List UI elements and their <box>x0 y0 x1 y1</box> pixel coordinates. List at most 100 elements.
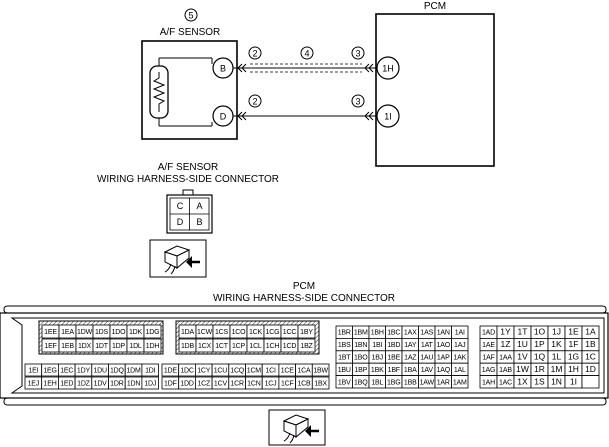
pcm-pin-label: 1DH <box>146 343 160 350</box>
pcm-pin-label: 1K <box>551 339 562 349</box>
pcm-pin-label: 1A <box>585 327 596 337</box>
pcm-pin-label: 1CA <box>297 368 311 375</box>
pcm-pin-label: 1BI <box>372 342 382 349</box>
pcm-pin-label: 1CP <box>232 343 246 350</box>
callout-2-bottom: 2 <box>252 97 257 107</box>
pcm-pin-label: 1BK <box>371 367 384 374</box>
connector-view-icon-2 <box>268 409 326 446</box>
af-sensor: 5 A/F SENSOR B D <box>141 8 238 140</box>
pcm-pin-label: 1AO <box>437 342 451 349</box>
pcm-pin-label: 1BE <box>387 355 400 362</box>
pcm-pin-label: 1AU <box>420 355 433 362</box>
connector-view-icon <box>149 239 207 278</box>
pcm-pin-label: 1AA <box>499 355 512 362</box>
pcm-pin-label: 1BG <box>387 379 400 386</box>
arrow-icon <box>186 256 192 268</box>
pcm-pin-label: 1DK <box>129 329 143 336</box>
pcm-pin-label: 1BB <box>404 379 417 386</box>
pcm-pin-label: 1BS <box>338 342 351 349</box>
pcm-pin-label: 1AZ <box>404 355 417 362</box>
pcm-pin-label: 1BW <box>313 368 328 375</box>
pcm-pin-label: 1AK <box>453 355 466 362</box>
pcm-pin-label: 1CT <box>215 343 229 350</box>
pcm-pin-cell <box>143 324 162 339</box>
pcm-pin-label: 1I <box>570 376 577 386</box>
pcm-pin-cell <box>311 376 330 390</box>
pcm-pin-1h-label: 1H <box>382 64 394 74</box>
pcm-pin-label: 1DG <box>146 329 160 336</box>
pcm-pin-label: 1C <box>585 352 596 362</box>
pcm-pin-label: 1AD <box>482 330 495 337</box>
callout-3-top: 3 <box>355 49 360 59</box>
sensor-callout-circle <box>184 8 198 22</box>
pcm-pin-label: 1CI <box>265 368 276 375</box>
sensor-connector-cell-d: D <box>177 217 184 227</box>
pcm-pin-label: 1BL <box>371 379 383 386</box>
pcm-pin-label: 1DL <box>129 343 142 350</box>
pcm-pin-label: 1Y <box>500 327 511 337</box>
pcm-pin-1i-label: 1I <box>384 112 392 122</box>
pcm-pin-label: 1AN <box>437 330 450 337</box>
pcm-pin-cell <box>143 338 162 353</box>
sensor-connector-cell-c: C <box>177 201 184 211</box>
pcm-pin-label: 1AG <box>482 367 495 374</box>
pcm-pin-label: 1BZ <box>300 343 313 350</box>
pcm-pin-label: 1CG <box>266 329 280 336</box>
pcm-pin-label: 1CM <box>247 368 262 375</box>
pcm-pin-label: 1DO <box>112 329 127 336</box>
pcm-pin-label: 1AP <box>437 355 450 362</box>
sensor-harness-connector: A/F SENSOR WIRING HARNESS-SIDE CONNECTOR… <box>97 162 279 234</box>
sensor-connector-mark-bottom <box>237 111 247 121</box>
pcm-pin-label: 1DZ <box>77 381 91 388</box>
sensor-connector-cell-a: A <box>196 201 202 211</box>
pcm-connector-title-1: PCM <box>293 281 315 292</box>
pcm-pin-cell <box>297 338 316 353</box>
pcm-pin-label: 1EC <box>60 368 73 375</box>
pcm-pin-label: 1AY <box>404 342 417 349</box>
pcm-pin-label: 1AT <box>421 342 434 349</box>
pcm-pin-label: 1DR <box>110 381 124 388</box>
pcm-pin-label: 1BO <box>354 355 368 362</box>
pcm-pin-label: 1AI <box>455 330 465 337</box>
pcm-pin-label: 1CY <box>197 368 211 375</box>
pcm-pin-label: 1H <box>568 364 579 374</box>
pcm-title: PCM <box>424 1 446 12</box>
pcm-pin-label: 1DT <box>95 343 109 350</box>
pcm-pin-label: 1DU <box>93 368 107 375</box>
pcm-pin-cell <box>581 375 600 389</box>
pcm-pin-label: 1CJ <box>265 381 277 388</box>
pcm-pin-label: 1ED <box>60 381 73 388</box>
pcm-pin-label: 1Z <box>501 339 511 349</box>
pcm-pin-cell <box>311 363 330 377</box>
pcm-pin-label: 1AX <box>404 330 417 337</box>
pcm-pin-label: 1DQ <box>110 368 125 375</box>
pcm-pin-label: 1BA <box>404 367 417 374</box>
pcm-pin-label: 1V <box>517 352 528 362</box>
sensor-connector-mark-top <box>237 63 247 73</box>
pcm-pin-label: 1DE <box>164 368 178 375</box>
pcm-pin-label: 1EG <box>43 368 56 375</box>
pcm-pin-label: 1AW <box>420 379 435 386</box>
pcm-pin-label: 1BQ <box>354 379 368 386</box>
pcm-pin-label: 1AR <box>437 379 450 386</box>
pcm-pin-label: 1BR <box>338 330 351 337</box>
callout-3-bottom-circle <box>351 94 365 108</box>
pcm-pin-label: 1AJ <box>454 342 465 349</box>
pcm-pin-label: 1EJ <box>28 381 39 388</box>
pcm-pin-label: 1BP <box>354 367 367 374</box>
pcm-pin-label: 1R <box>534 364 545 374</box>
pcm-pin-label: 1DC <box>180 368 194 375</box>
pcm-pin-label: 1CV <box>214 381 228 388</box>
sensor-connector-cell-b: B <box>196 217 202 227</box>
pcm-pin-cell <box>141 376 159 390</box>
pcm-pin-label: 1EA <box>61 329 74 336</box>
pcm-pin-label: 1AB <box>499 367 512 374</box>
pcm-pin-label: 1DN <box>127 381 141 388</box>
callout-2-top-circle <box>248 46 262 60</box>
pcm-pin-label: 1S <box>534 376 545 386</box>
pcm-connector-mark-top <box>364 63 374 73</box>
pcm-pin-label: 1CQ <box>230 368 245 375</box>
pcm-pin-label: 1CX <box>198 343 212 350</box>
